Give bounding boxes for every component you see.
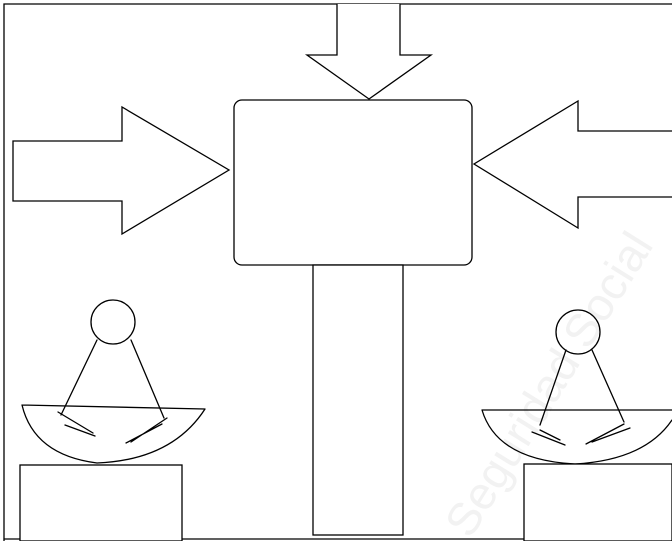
person-left-legs [57,411,168,444]
person-right-legs [531,423,631,446]
person-right-head [555,309,601,355]
pedestal-left [19,464,183,541]
pedestal-right [523,463,672,541]
arrow-down-icon [304,3,434,100]
pillar [312,264,404,536]
person-left-body [60,339,165,419]
person-left-basket [21,404,206,464]
central-box [233,99,473,266]
meditating-person-icon [21,299,206,464]
arrow-left-icon [472,99,672,230]
person-left-head [90,299,136,345]
arrow-right-icon [12,105,231,236]
outer-frame [3,3,672,541]
